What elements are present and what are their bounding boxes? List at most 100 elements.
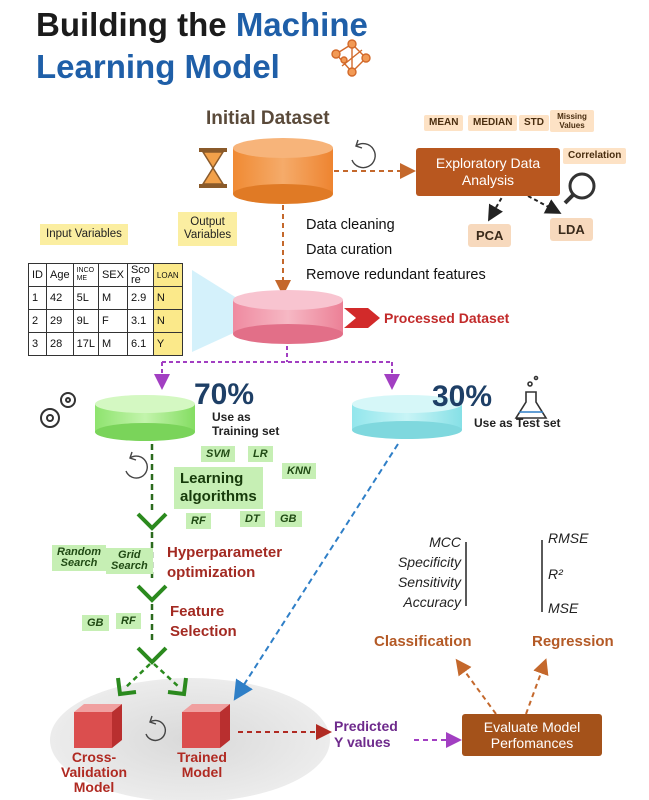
processed-dataset-cylinder <box>233 290 343 344</box>
eda-line-1: Exploratory Data <box>435 155 541 171</box>
training-line-2: Training set <box>212 424 280 438</box>
cell: M <box>97 286 128 310</box>
header-sex: SEX <box>97 263 128 287</box>
stat-chip-mean: MEAN <box>424 115 464 131</box>
algo-knn: KNN <box>282 463 316 479</box>
trained-model-cube <box>182 704 230 748</box>
step-data-curation: Data curation <box>306 242 393 258</box>
training-label: Use as Training set <box>212 410 279 438</box>
network-icon <box>331 39 371 77</box>
cell: M <box>97 332 128 356</box>
refresh-icon <box>351 139 376 169</box>
data-beam <box>192 270 240 352</box>
learning-algorithms-box: Learning algorithms <box>174 467 263 509</box>
cv-line-1: Cross- <box>71 749 117 765</box>
header-id: ID <box>28 263 47 287</box>
hyper-line-2: optimization <box>167 564 256 581</box>
metric-mse: MSE <box>548 600 579 616</box>
initial-dataset-cylinder <box>233 138 333 204</box>
learning-line-1: Learning <box>180 470 244 487</box>
eda-line-2: Analysis <box>461 172 515 188</box>
algo-gb: GB <box>275 511 302 527</box>
flask-icon <box>514 375 548 419</box>
metric-specificity: Specificity <box>397 554 461 570</box>
hyperparameter-label: Hyperparameter optimization <box>167 543 282 583</box>
input-variables-label: Input Variables <box>40 224 128 245</box>
cv-line-2: Validation <box>60 764 128 780</box>
refresh-icon-2 <box>125 451 148 479</box>
cell: 2 <box>28 309 47 333</box>
title-line-2: Learning Model <box>36 48 280 85</box>
cell: N <box>152 286 183 310</box>
correlation-chip: Correlation <box>563 148 627 164</box>
metric-r2: R² <box>548 566 563 582</box>
training-set-cylinder <box>95 395 195 441</box>
header-income: INCO ME <box>72 263 99 287</box>
evaluate-line-2: Perfomances <box>490 735 574 751</box>
cell: F <box>97 309 128 333</box>
output-line-1: Output <box>190 216 225 228</box>
red-chevron-icon <box>344 308 380 328</box>
magnifier-icon <box>563 172 596 205</box>
step-remove-redundant: Remove redundant features <box>306 267 486 283</box>
cell: N <box>152 309 183 333</box>
cell: 17L <box>72 332 99 356</box>
training-line-1: Use as <box>212 410 251 424</box>
cell: 3 <box>28 332 47 356</box>
cv-line-3: Model <box>73 779 115 795</box>
cell: 9L <box>72 309 99 333</box>
evaluate-line-1: Evaluate Model <box>483 719 581 735</box>
hourglass-icon <box>199 148 227 188</box>
trained-line-2: Model <box>181 764 223 780</box>
evaluate-model-box: Evaluate Model Perfomances <box>462 714 602 756</box>
test-label: Use as Test set <box>474 416 561 430</box>
regression-label: Regression <box>532 633 614 650</box>
title-part-2: Machine <box>235 6 368 43</box>
algo-svm: SVM <box>201 446 235 462</box>
predicted-line-1: Predicted <box>334 718 398 734</box>
cell: 3.1 <box>126 309 154 333</box>
cell: 28 <box>46 332 74 356</box>
predicted-line-2: Y values <box>334 734 391 750</box>
page-title: Building the Machine Learning Model <box>36 4 368 88</box>
classification-metrics: MCC Specificity Sensitivity Accuracy <box>376 532 461 612</box>
stat-chip-median: MEDIAN <box>468 115 518 131</box>
metric-mcc: MCC <box>429 534 461 550</box>
metric-accuracy: Accuracy <box>403 594 461 610</box>
trained-line-1: Trained <box>177 749 227 765</box>
metric-rmse: RMSE <box>548 530 589 546</box>
algo-rf: RF <box>186 513 211 529</box>
test-percent: 30% <box>432 380 493 413</box>
eda-box: Exploratory Data Analysis <box>416 148 560 196</box>
feature-line-1: Feature <box>170 603 225 620</box>
output-line-2: Variables <box>184 229 232 241</box>
header-score: Sco re <box>126 263 154 287</box>
cell: 6.1 <box>126 332 154 356</box>
stat-chip-missing-values: Missing Values <box>550 110 594 132</box>
pca-chip: PCA <box>468 224 512 247</box>
stat-chip-std: STD <box>519 115 549 131</box>
cell: 42 <box>46 286 74 310</box>
trained-model-label: Trained Model <box>172 750 232 780</box>
output-variables-label: Output Variables <box>178 212 238 246</box>
classification-label: Classification <box>374 633 472 650</box>
feature-selection-label: Feature Selection <box>170 602 237 642</box>
algo-lr: LR <box>248 446 273 462</box>
table-header-row: ID Age INCO ME SEX Sco re LOAN <box>28 263 183 287</box>
test-set-cylinder <box>352 395 462 439</box>
metric-sensitivity: Sensitivity <box>397 574 461 590</box>
learning-line-2: algorithms <box>180 488 257 505</box>
random-line-2: Search <box>60 557 98 569</box>
training-percent: 70% <box>194 378 255 411</box>
cell: 5L <box>72 286 99 310</box>
predicted-values-label: Predicted Y values <box>334 718 398 750</box>
processed-dataset-label: Processed Dataset <box>384 310 510 326</box>
cell: 2.9 <box>126 286 154 310</box>
feature-line-2: Selection <box>170 623 237 640</box>
cell: 1 <box>28 286 47 310</box>
